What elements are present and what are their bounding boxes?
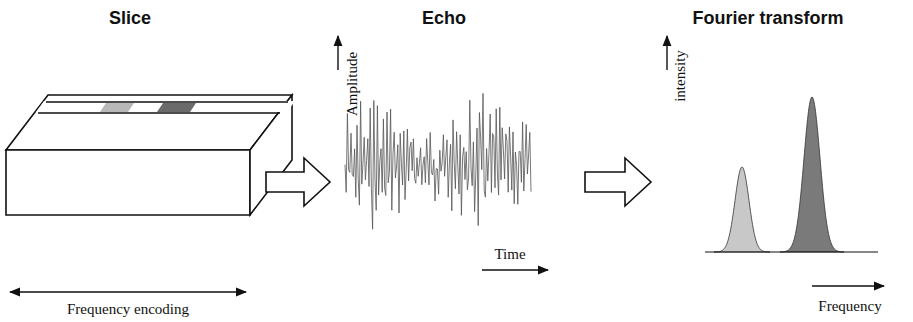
double-arrow xyxy=(10,291,246,292)
slice-band xyxy=(36,101,295,113)
panel-heading: Echo xyxy=(422,9,466,27)
axis-arrow xyxy=(666,36,667,70)
baseline xyxy=(705,251,878,252)
axis-label: Frequency xyxy=(818,299,881,314)
panel-heading: Fourier transform xyxy=(692,9,843,27)
slab xyxy=(6,95,292,215)
echo-trace xyxy=(345,93,531,229)
spectrum-peak xyxy=(714,167,770,252)
axis-label: Amplitude xyxy=(345,52,360,116)
axis-arrow xyxy=(812,285,884,286)
axis-label: intensity xyxy=(673,50,688,102)
axis-label: Frequency encoding xyxy=(67,302,189,317)
spectrum xyxy=(714,97,844,252)
block-arrow xyxy=(585,158,651,206)
panel-heading: Slice xyxy=(109,9,151,27)
axis-arrow xyxy=(337,36,338,70)
spectrum-peak xyxy=(780,97,844,252)
echo-signal xyxy=(345,93,531,229)
block-arrow xyxy=(266,158,330,206)
axis-label: Time xyxy=(494,247,525,262)
axis-arrow xyxy=(482,269,548,270)
